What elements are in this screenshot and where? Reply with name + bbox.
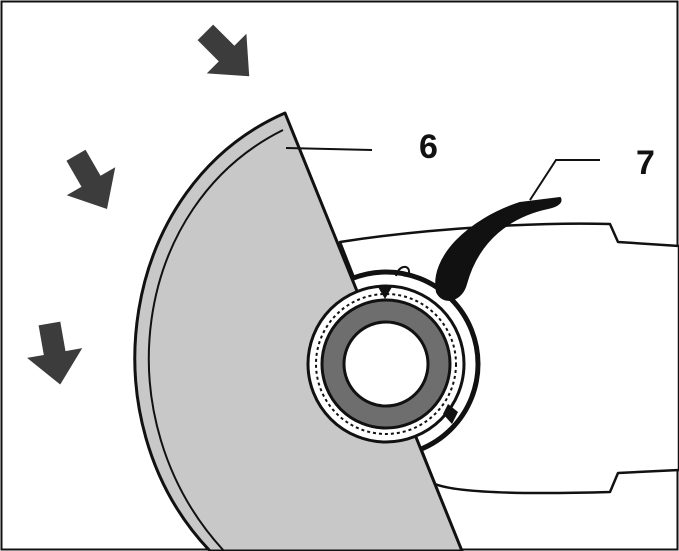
callout-label-guard: 6 xyxy=(419,128,438,166)
release-lever xyxy=(435,197,562,301)
rotation-direction-arrow-icon xyxy=(197,24,250,77)
lock-notch-top xyxy=(378,287,392,299)
spindle-bore xyxy=(342,320,430,408)
leader-line-7 xyxy=(529,159,600,201)
spring-hook-icon xyxy=(395,265,411,277)
rotation-direction-arrow-icon xyxy=(27,321,83,385)
disc-guard-inner-rim xyxy=(147,129,284,551)
callout-label-lever: 7 xyxy=(636,144,655,182)
rotation-direction-arrow-icon xyxy=(66,149,116,209)
lock-notch-right xyxy=(443,404,458,424)
leader-line-6 xyxy=(285,147,373,151)
hub-serrated-edge xyxy=(315,293,457,435)
